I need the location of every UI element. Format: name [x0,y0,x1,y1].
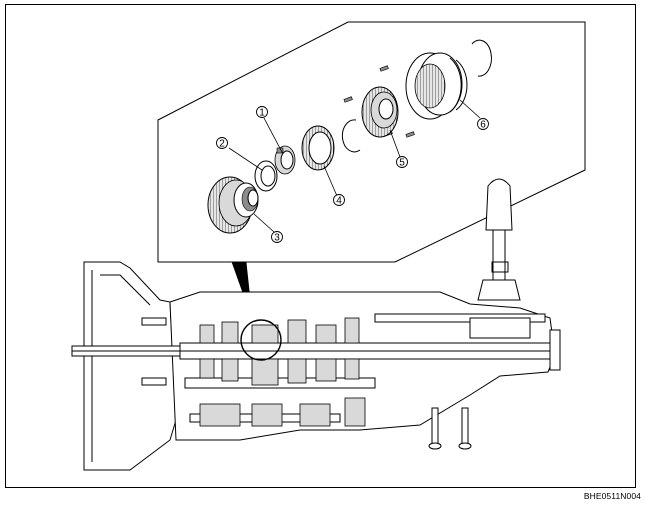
callout-2: 2 [216,137,228,150]
callout-3-label: 3 [274,233,280,244]
ring-1 [274,145,296,175]
sleeve-6 [405,52,468,120]
callout-3: 3 [271,231,283,244]
clutch-hub-5 [361,86,399,138]
callout-4: 4 [333,194,345,207]
callout-6-label: 6 [480,120,486,131]
shift-knob [485,178,513,231]
callout-leaders [228,99,481,233]
callout-5-label: 5 [399,158,405,169]
transmission-cross-section [71,178,561,471]
synchronizer-ring-2 [254,160,278,192]
callouts: 1 2 3 4 5 6 [216,106,489,244]
callout-6: 6 [477,118,489,131]
callout-1: 1 [256,106,268,119]
figure-border [5,4,636,488]
gear-3 [207,176,259,234]
callout-5: 5 [396,156,408,169]
callout-4-label: 4 [336,196,342,207]
figure-code: BHE0511N004 [583,491,641,501]
callout-1-label: 1 [259,108,265,119]
snap-ring-b [471,39,492,77]
detail-circle [240,319,282,361]
exploded-view-panel [157,21,586,263]
snap-ring-a [341,119,361,153]
synchronizer-ring-4 [301,125,335,171]
callout-2-label: 2 [219,139,225,150]
